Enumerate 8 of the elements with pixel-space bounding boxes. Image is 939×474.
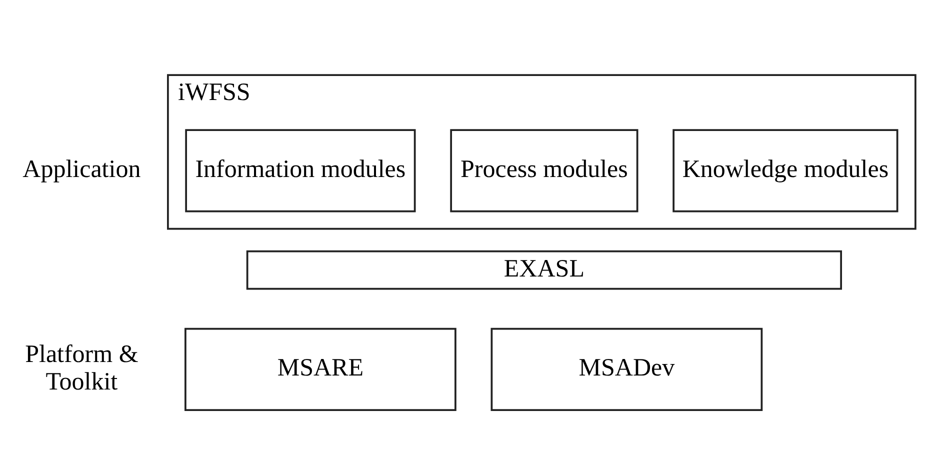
node-box: Knowledge modules xyxy=(672,128,898,212)
node-box: EXASL xyxy=(246,250,842,290)
node-box: MSADev xyxy=(490,327,763,410)
node-box: Process modules xyxy=(450,128,638,212)
label: Application xyxy=(22,155,141,182)
node-box: Information modules xyxy=(185,128,416,212)
node-box: MSARE xyxy=(184,327,456,410)
label: Platform & Toolkit xyxy=(25,340,138,395)
